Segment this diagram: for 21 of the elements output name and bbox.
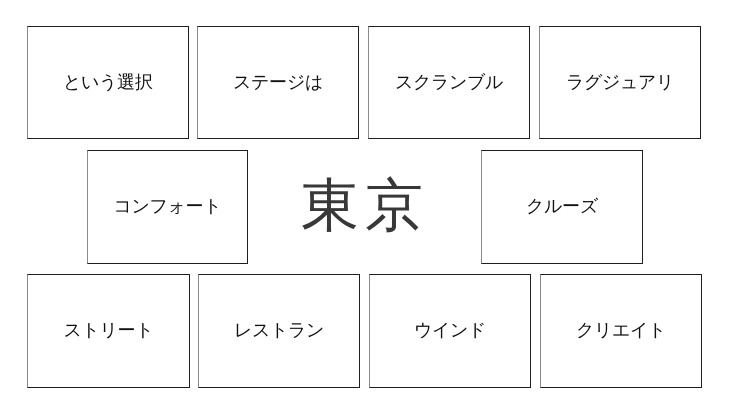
text-box bbox=[368, 26, 530, 139]
text-box bbox=[27, 274, 190, 388]
text-box bbox=[369, 274, 531, 388]
box-label: ウインド bbox=[414, 320, 486, 342]
text-box bbox=[27, 26, 189, 139]
box-label: ラグジュアリ bbox=[566, 72, 674, 94]
box-label: ストリート bbox=[64, 320, 154, 342]
box-label: コンフォート bbox=[114, 196, 222, 218]
text-box bbox=[481, 150, 643, 264]
text-box bbox=[197, 26, 359, 139]
text-box bbox=[87, 150, 248, 264]
text-box bbox=[198, 274, 360, 388]
text-box bbox=[540, 274, 702, 388]
box-label: レストラン bbox=[234, 320, 324, 342]
box-label: クルーズ bbox=[526, 196, 598, 218]
center-title-text: 東京 bbox=[301, 176, 429, 234]
box-label: という選択 bbox=[63, 72, 153, 94]
box-label: クリエイト bbox=[576, 320, 666, 342]
box-label: スクランブル bbox=[395, 72, 503, 94]
text-box bbox=[539, 26, 701, 139]
box-label: ステージは bbox=[233, 72, 323, 94]
